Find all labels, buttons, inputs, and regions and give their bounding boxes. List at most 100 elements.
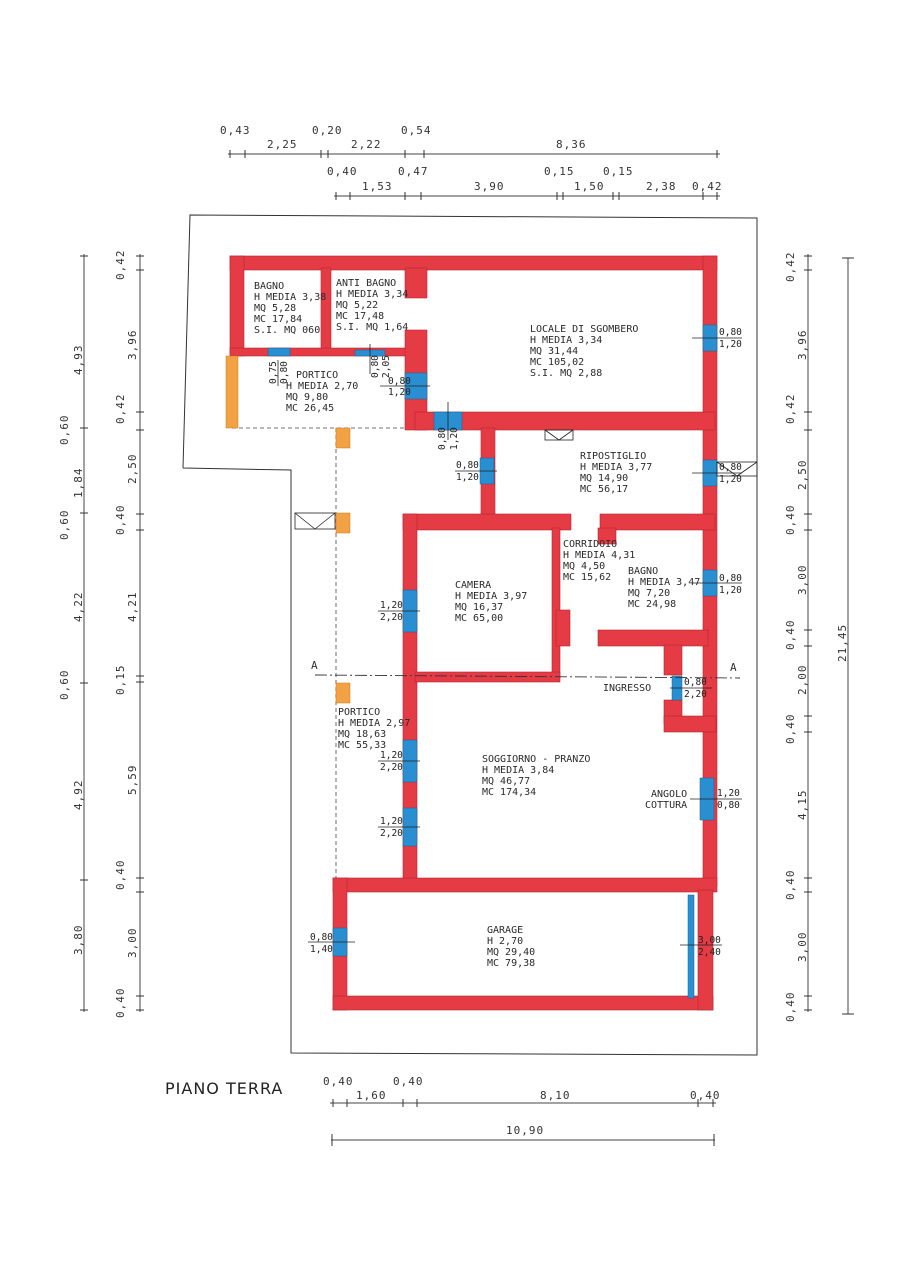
svg-text:2,20: 2,20 [380,762,403,773]
room-corridoio: CORRIDOIO H MEDIA 4,31 MQ 4,50 MC 15,62 [563,539,635,583]
svg-text:1,40: 1,40 [310,944,333,955]
svg-text:3,00: 3,00 [796,565,809,596]
dim-right-inner: 0,42 3,96 0,42 2,50 0,40 3,00 0,40 2,00 … [784,252,812,1022]
svg-text:0,42: 0,42 [784,394,797,425]
svg-text:SOGGIORNO - PRANZO: SOGGIORNO - PRANZO [482,754,590,765]
svg-text:S.I. MQ 1,64: S.I. MQ 1,64 [336,322,408,333]
svg-text:MC 174,34: MC 174,34 [482,787,536,798]
svg-text:1,20: 1,20 [380,600,403,611]
svg-text:0,80: 0,80 [719,462,742,473]
svg-text:PORTICO: PORTICO [296,370,338,381]
dim-top-2: 0,40 1,53 0,47 3,90 0,15 1,50 0,15 2,38 … [327,165,723,200]
svg-text:0,80: 0,80 [370,355,381,378]
svg-text:5,59: 5,59 [126,765,139,796]
svg-text:H MEDIA 3,38: H MEDIA 3,38 [254,292,326,303]
dim-top-1: 0,43 2,25 0,20 2,22 0,54 8,36 [220,124,720,158]
svg-text:2,20: 2,20 [684,689,707,700]
window-ticks [277,337,742,946]
svg-text:0,47: 0,47 [398,165,429,178]
svg-text:S.I. MQ 060: S.I. MQ 060 [254,325,320,336]
svg-text:MC 79,38: MC 79,38 [487,958,535,969]
svg-text:4,93: 4,93 [72,345,85,376]
svg-text:0,15: 0,15 [544,165,575,178]
svg-text:0,60: 0,60 [58,510,71,541]
svg-text:MC 65,00: MC 65,00 [455,613,503,624]
svg-text:LOCALE DI SGOMBERO: LOCALE DI SGOMBERO [530,324,638,335]
svg-text:0,60: 0,60 [58,415,71,446]
svg-text:MC 56,17: MC 56,17 [580,484,628,495]
svg-text:H MEDIA 3,77: H MEDIA 3,77 [580,462,652,473]
svg-text:BAGNO: BAGNO [254,281,284,292]
svg-text:1,20: 1,20 [456,472,479,483]
svg-text:2,40: 2,40 [698,947,721,958]
room-bagno-1: BAGNO H MEDIA 3,38 MQ 5,28 MC 17,84 S.I.… [254,281,326,336]
svg-text:MC 24,98: MC 24,98 [628,599,676,610]
svg-text:0,40: 0,40 [690,1089,721,1102]
svg-text:0,80: 0,80 [719,327,742,338]
svg-text:3,00: 3,00 [126,928,139,959]
svg-text:0,42: 0,42 [114,394,127,425]
svg-text:0,42: 0,42 [692,180,723,193]
svg-text:0,15: 0,15 [603,165,634,178]
svg-text:1,20: 1,20 [719,474,742,485]
door-symbols [294,429,758,530]
ingresso-label: INGRESSO [603,683,651,694]
svg-text:MC 17,48: MC 17,48 [336,311,384,322]
dim-right-outer: 21,45 [836,257,854,1015]
svg-text:S.I. MQ 2,88: S.I. MQ 2,88 [530,368,602,379]
svg-text:0,40: 0,40 [114,988,127,1019]
svg-text:2,50: 2,50 [126,454,139,485]
svg-text:MQ 16,37: MQ 16,37 [455,602,503,613]
svg-text:H MEDIA 3,84: H MEDIA 3,84 [482,765,554,776]
svg-text:2,00: 2,00 [796,665,809,696]
svg-text:MC 105,02: MC 105,02 [530,357,584,368]
section-label-left: A [311,659,319,672]
svg-text:3,96: 3,96 [796,330,809,361]
svg-text:4,15: 4,15 [796,790,809,821]
svg-text:3,00: 3,00 [796,932,809,963]
svg-text:0,42: 0,42 [114,250,127,281]
columns [225,355,351,704]
window-dims: 0,80 1,20 0,80 1,20 0,80 1,20 0,80 2,20 … [268,327,742,958]
porch-outline [232,427,415,880]
site-boundary [182,214,758,1056]
svg-text:H MEDIA 2,97: H MEDIA 2,97 [338,718,410,729]
svg-text:H MEDIA 3,34: H MEDIA 3,34 [336,289,408,300]
svg-text:MQ 5,22: MQ 5,22 [336,300,378,311]
svg-text:MQ 5,28: MQ 5,28 [254,303,296,314]
svg-text:MQ 4,50: MQ 4,50 [563,561,605,572]
svg-text:3,80: 3,80 [72,925,85,956]
room-locale-sgombero: LOCALE DI SGOMBERO H MEDIA 3,34 MQ 31,44… [530,324,638,379]
svg-text:4,92: 4,92 [72,780,85,811]
svg-text:MQ 29,40: MQ 29,40 [487,947,535,958]
svg-text:0,80: 0,80 [388,376,411,387]
svg-text:8,36: 8,36 [556,138,587,151]
svg-text:H MEDIA 3,47: H MEDIA 3,47 [628,577,700,588]
svg-text:0,80: 0,80 [684,677,707,688]
svg-text:0,20: 0,20 [312,124,343,137]
svg-text:1,20: 1,20 [380,750,403,761]
svg-text:0,40: 0,40 [784,714,797,745]
dim-bottom-1: 0,40 1,60 0,40 8,10 0,40 [323,1075,721,1107]
svg-text:1,20: 1,20 [717,788,740,799]
svg-text:MQ 14,90: MQ 14,90 [580,473,628,484]
svg-text:0,75: 0,75 [268,361,279,384]
room-portico-2: PORTICO H MEDIA 2,97 MQ 18,63 MC 55,33 [338,707,410,751]
svg-text:3,90: 3,90 [474,180,505,193]
svg-text:1,20: 1,20 [380,816,403,827]
svg-text:MQ 7,20: MQ 7,20 [628,588,670,599]
svg-text:0,80: 0,80 [717,800,740,811]
svg-text:4,21: 4,21 [126,592,139,623]
svg-text:0,40: 0,40 [784,870,797,901]
room-antibagno: ANTI BAGNO H MEDIA 3,34 MQ 5,22 MC 17,48… [336,278,408,333]
svg-text:0,80: 0,80 [279,361,290,384]
svg-text:0,54: 0,54 [401,124,432,137]
svg-text:1,50: 1,50 [574,180,605,193]
svg-text:0,80: 0,80 [456,460,479,471]
svg-text:2,25: 2,25 [267,138,298,151]
svg-text:1,20: 1,20 [719,339,742,350]
plan-title: PIANO TERRA [165,1079,283,1098]
room-ripostiglio: RIPOSTIGLIO H MEDIA 3,77 MQ 14,90 MC 56,… [580,451,652,495]
svg-text:0,80: 0,80 [310,932,333,943]
svg-text:0,42: 0,42 [784,252,797,283]
